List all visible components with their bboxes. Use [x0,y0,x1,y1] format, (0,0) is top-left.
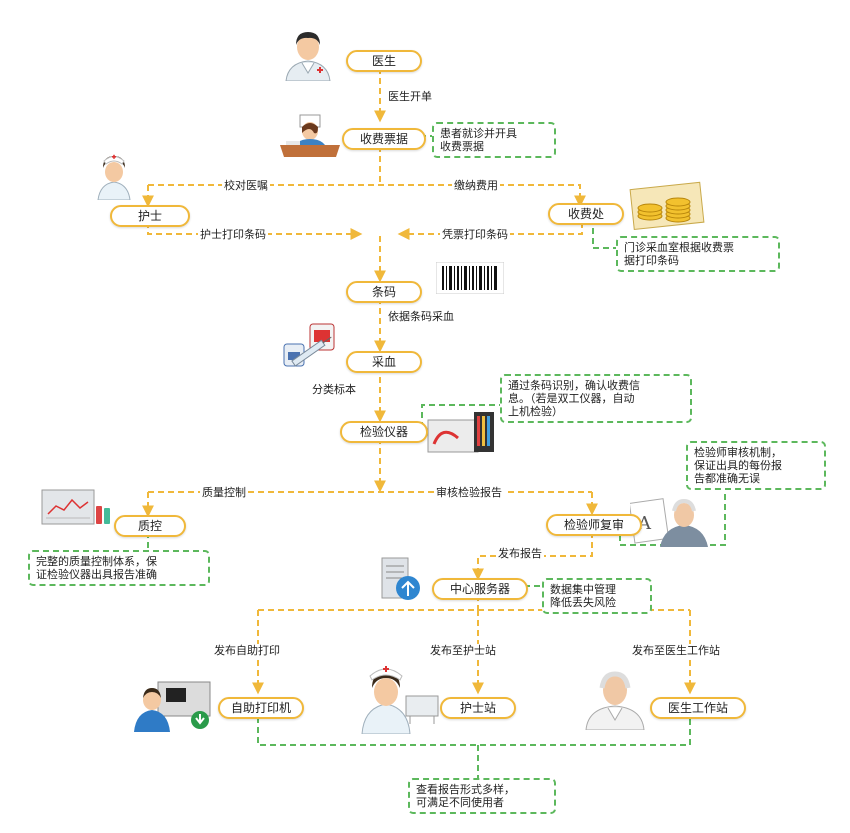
node-reviewer[interactable]: 检验师复审 [546,514,642,536]
node-doctor[interactable]: 医生 [346,50,422,72]
note-line: 通过条码识别，确认收费信 [508,379,640,392]
note-line: 门诊采血室根据收费票 [624,241,734,254]
note-line: 检验师审核机制， [694,446,782,459]
label-receipt-print: 凭票打印条码 [440,228,510,241]
label-publish-nurse: 发布至护士站 [428,644,498,657]
note-data-mgmt: 数据集中管理 降低丢失风险 [542,578,652,614]
coins-icon [629,181,705,230]
nurse-station-icon [361,666,439,734]
note-line: 可满足不同使用者 [416,796,504,809]
note-line: 患者就诊并开具 [440,127,517,140]
note-reviewer-mechanism: 检验师审核机制， 保证出具的每份报 告都准确无误 [686,441,826,490]
label-pay-fee: 缴纳费用 [452,179,500,192]
reviewer-icon: A [630,498,708,547]
label-publish-self-print: 发布自助打印 [212,644,282,657]
note-line: 告都准确无误 [694,472,760,485]
label-publish-report: 发布报告 [496,547,544,560]
node-qc[interactable]: 质控 [114,515,186,537]
note-line: 保证出具的每份报 [694,459,782,472]
label-sort-sample: 分类标本 [310,383,358,396]
doctor-station-icon [585,671,645,730]
note-line: 收费票据 [440,140,484,153]
node-server[interactable]: 中心服务器 [432,578,528,600]
note-barcode-recognition: 通过条码识别，确认收费信 息。（若是双工仪器，自动 上机检验） [500,374,692,423]
node-nurse[interactable]: 护士 [110,205,190,227]
note-line: 息。（若是双工仪器，自动 [508,392,635,405]
node-self-print[interactable]: 自助打印机 [218,697,304,719]
label-check-order: 校对医嘱 [222,179,270,192]
note-line: 上机检验） [508,405,563,418]
node-analyzer[interactable]: 检验仪器 [340,421,428,443]
note-qc-system: 完整的质量控制体系，保 证检验仪器出具报告准确 [28,550,210,586]
note-outpatient-print: 门诊采血室根据收费票 据打印条码 [616,236,780,272]
note-line: 查看报告形式多样， [416,783,515,796]
label-publish-doctor: 发布至医生工作站 [630,644,722,657]
node-cashier[interactable]: 收费票据 [342,128,426,150]
note-line: 完整的质量控制体系，保 [36,555,157,568]
analyzer-icon [427,412,494,453]
syringe-icon [283,323,335,367]
note-patient-receipt: 患者就诊并开具 收费票据 [432,122,556,158]
note-report-forms: 查看报告形式多样， 可满足不同使用者 [408,778,556,814]
node-payment-office[interactable]: 收费处 [548,203,624,225]
note-line: 证检验仪器出具报告准确 [36,568,157,581]
nurse-icon [97,154,131,200]
label-quality-control: 质量控制 [200,486,248,499]
node-doctor-station[interactable]: 医生工作站 [650,697,746,719]
note-line: 数据集中管理 [550,583,616,596]
qc-monitor-icon [41,489,110,525]
node-barcode[interactable]: 条码 [346,281,422,303]
label-collect-by-barcode: 依据条码采血 [386,310,456,323]
printer-icon [134,681,211,732]
barcode-icon [436,262,504,294]
node-nurse-station[interactable]: 护士站 [440,697,516,719]
server-icon [381,557,420,600]
label-nurse-print: 护士打印条码 [198,228,268,241]
cashier-icon [280,114,340,157]
note-line: 据打印条码 [624,254,679,267]
label-review-report: 审核检验报告 [434,486,504,499]
doctor-icon [285,32,331,81]
label-doctor-order: 医生开单 [386,90,434,103]
node-blood[interactable]: 采血 [346,351,422,373]
note-line: 降低丢失风险 [550,596,616,609]
